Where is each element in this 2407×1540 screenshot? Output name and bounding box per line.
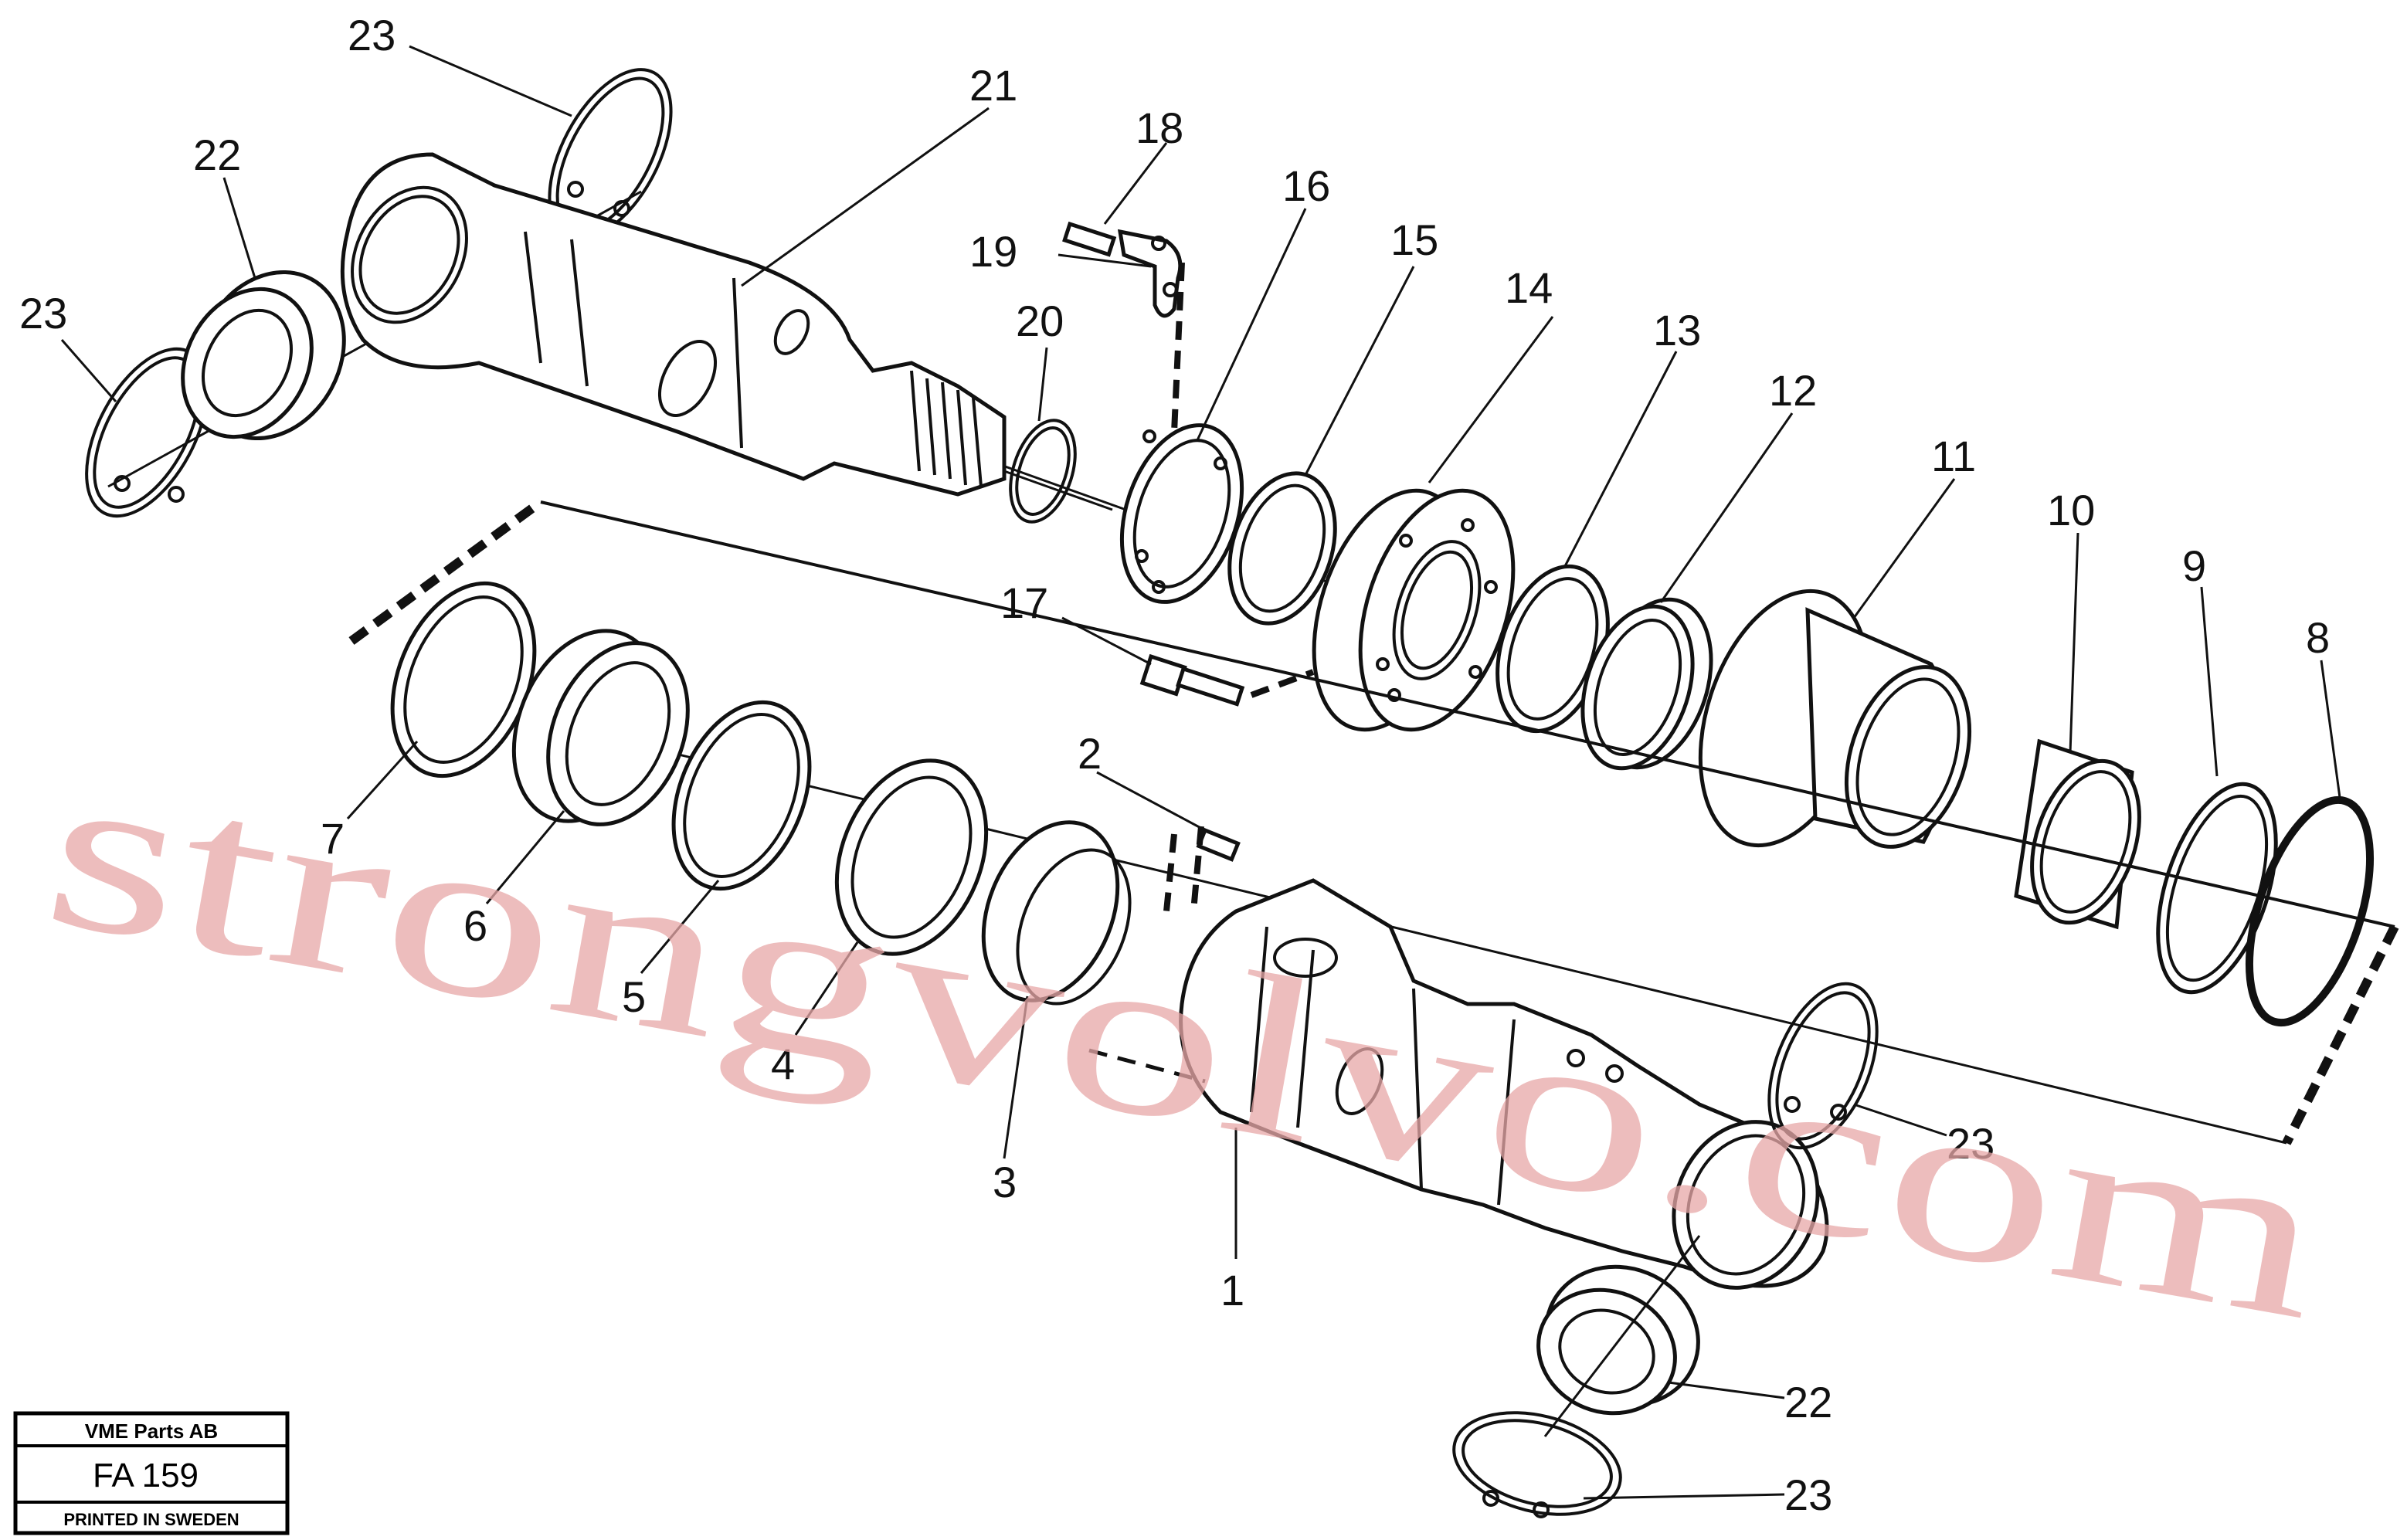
cylinder-tube-1	[1088, 878, 1829, 1290]
callout-23: 23	[1784, 1470, 1832, 1519]
callout-3: 3	[993, 1158, 1017, 1206]
callout-20: 20	[1016, 297, 1064, 345]
callout-17: 17	[1000, 578, 1048, 627]
lower-assembly	[348, 498, 2399, 1518]
callout-11: 11	[1931, 432, 1976, 480]
callout-23: 23	[19, 289, 67, 338]
title-block-figure-code: FA 159	[93, 1457, 199, 1494]
o-ring-20	[1009, 419, 1077, 524]
ring-3	[981, 820, 1177, 1006]
watermark-text: strongvolvo.com	[30, 716, 2341, 1369]
seal-9	[2156, 782, 2278, 995]
piston-14	[1312, 488, 1516, 732]
callout-12: 12	[1769, 366, 1817, 415]
circlip-23-right	[1767, 982, 1879, 1150]
callout-2: 2	[1078, 729, 1102, 778]
callout-6: 6	[463, 901, 487, 950]
wiper-4	[834, 758, 989, 956]
callout-9: 9	[2182, 541, 2206, 590]
callout-14: 14	[1505, 263, 1553, 312]
callout-8: 8	[2306, 613, 2330, 662]
callout-23: 23	[1947, 1119, 1995, 1168]
title-block-company: VME Parts AB	[85, 1420, 218, 1443]
callout-labels: 23 22 23 21 18 19 16 15 20 14 13 12 11 1…	[19, 11, 2330, 1519]
callout-23: 23	[348, 11, 396, 59]
guide-ring-6	[511, 629, 690, 826]
cylinder-head-11	[1698, 589, 1972, 849]
title-block: VME Parts AB FA 159 PRINTED IN SWEDEN	[13, 1411, 290, 1535]
seal-5	[671, 700, 812, 891]
callout-4: 4	[771, 1040, 795, 1088]
callout-22: 22	[193, 131, 241, 179]
callout-13: 13	[1653, 306, 1701, 354]
bolt-17	[1139, 653, 1315, 707]
grease-nipple-2	[1190, 826, 1241, 912]
leader-lines	[60, 45, 2342, 1500]
spherical-bearing-22-left	[181, 270, 346, 441]
callout-1: 1	[1220, 1266, 1244, 1314]
callout-10: 10	[2047, 486, 2095, 534]
piston-rod-21	[340, 152, 1007, 497]
callout-15: 15	[1390, 215, 1438, 264]
callout-5: 5	[622, 972, 646, 1021]
wear-ring-12	[1580, 597, 1713, 771]
callout-18: 18	[1136, 103, 1183, 152]
callout-16: 16	[1282, 161, 1330, 210]
callout-7: 7	[321, 814, 345, 863]
circlip-23-bottom	[1452, 1411, 1622, 1518]
bolt-18-lock-plate-19	[1062, 221, 1185, 433]
title-block-origin: PRINTED IN SWEDEN	[63, 1510, 239, 1529]
spherical-bearing-22-bottom	[1536, 1235, 1701, 1437]
callout-19: 19	[969, 227, 1017, 276]
upper-assembly	[85, 68, 2375, 1027]
bushing-10	[2014, 738, 2141, 930]
callout-22: 22	[1784, 1378, 1832, 1426]
callout-21: 21	[969, 61, 1017, 110]
